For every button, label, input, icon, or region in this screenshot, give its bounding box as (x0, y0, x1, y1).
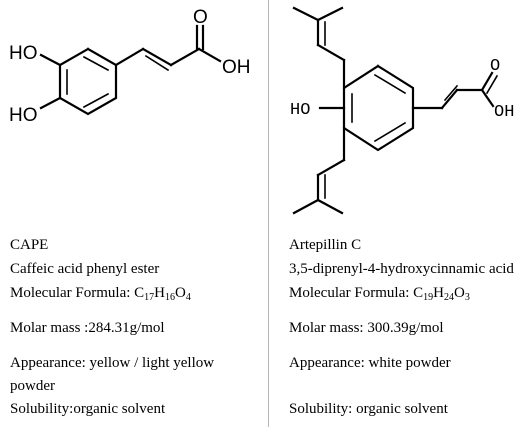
artepillin-ho-label: HO (290, 101, 310, 120)
cape-oh-bond-bottom (39, 96, 62, 110)
cape-oh-bond-top (39, 53, 62, 67)
artepillin-benzene-ring (342, 64, 415, 152)
artepillin-name: Artepillin C (289, 237, 362, 253)
artepillin-prenyl-top (292, 6, 346, 90)
artepillin-oxygen-label: O (490, 57, 500, 76)
column-divider (268, 0, 269, 427)
artepillin-solubility: Solubility: organic solvent (289, 401, 448, 417)
artepillin-acrylic-chain (411, 84, 484, 110)
cape-oxygen-label: O (193, 7, 208, 28)
cape-benzene-ring (58, 47, 118, 116)
cape-ho-top-label: HO (9, 43, 38, 64)
cape-formula-label: Molecular Formula: (10, 285, 131, 301)
cape-appearance: Appearance: yellow / light yellow (10, 355, 215, 371)
artepillin-formula-label: Molecular Formula: (289, 285, 410, 301)
cape-appearance-continued: powder (10, 378, 55, 394)
artepillin-full-name: 3,5-diprenyl-4-hydroxycinnamic acid (289, 261, 514, 277)
cape-carboxyl-group (195, 24, 222, 63)
cape-oh-label: OH (222, 57, 251, 78)
artepillin-oh-label: OH (494, 103, 514, 122)
cape-ho-bottom-label: HO (9, 105, 38, 126)
cape-solubility: Solubility:organic solvent (10, 401, 166, 417)
artepillin-prenyl-bottom (292, 126, 346, 215)
artepillin-structure-diagram: HO O OH (290, 6, 514, 215)
cape-molecular-formula: Molecular Formula: C17H16O4 (10, 285, 191, 303)
cape-abbreviation: CAPE (10, 237, 49, 253)
artepillin-appearance: Appearance: white powder (289, 355, 451, 371)
artepillin-carboxyl-group (480, 71, 499, 108)
cape-full-name: Caffeic acid phenyl ester (10, 261, 160, 277)
artepillin-molar-mass: Molar mass: 300.39g/mol (289, 320, 444, 336)
cape-molar-mass: Molar mass :284.31g/mol (10, 320, 165, 336)
cape-structure-diagram: HO HO O OH (9, 7, 251, 126)
artepillin-molecular-formula: Molecular Formula: C19H24O3 (289, 285, 470, 303)
cape-vinyl-chain (114, 47, 201, 72)
